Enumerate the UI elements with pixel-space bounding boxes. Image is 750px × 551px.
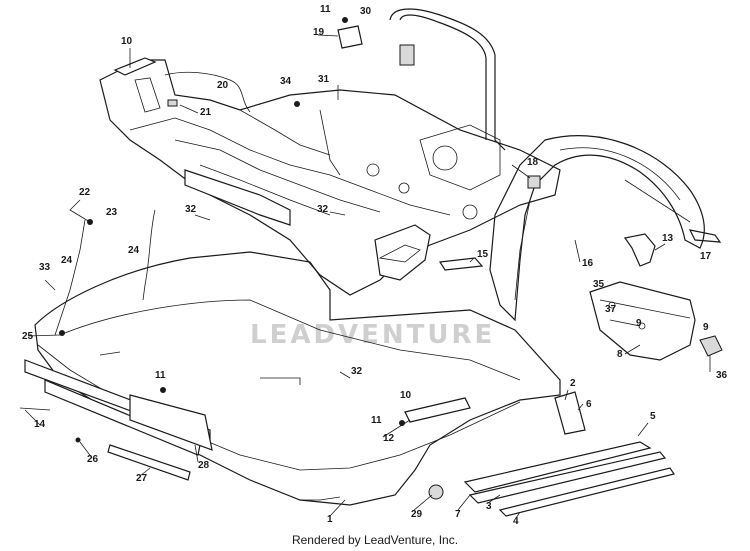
rear-bumper-assembly — [589, 281, 723, 361]
callout-27: 27 — [136, 473, 148, 484]
belly-pan — [34, 251, 561, 506]
callout-9a: 9 — [636, 318, 642, 329]
handle-15 — [438, 257, 484, 271]
callout-12: 12 — [383, 433, 395, 444]
callout-32b: 32 — [317, 204, 329, 215]
cable-24b — [54, 219, 86, 336]
watermark: LEADVENTURE — [250, 320, 495, 350]
handle-17 — [688, 229, 722, 243]
callout-1: 1 — [327, 514, 333, 525]
running-boards — [463, 391, 675, 517]
footer-credit: Rendered by LeadVenture, Inc. — [291, 533, 459, 547]
callout-30: 30 — [360, 6, 372, 17]
callout-29: 29 — [411, 509, 423, 520]
callout-3: 3 — [486, 501, 492, 512]
chassis-frame — [99, 8, 561, 296]
front-crossmember — [184, 169, 291, 226]
callout-34: 34 — [280, 76, 292, 87]
steering-bracket — [374, 224, 431, 281]
callout-15: 15 — [477, 249, 489, 260]
callout-10a: 10 — [121, 36, 133, 47]
callout-11b: 11 — [155, 370, 166, 381]
callout-19: 19 — [313, 27, 325, 38]
callout-2: 2 — [570, 378, 576, 389]
leader-lines — [24, 34, 711, 519]
callout-11c: 11 — [371, 415, 382, 426]
callout-14: 14 — [34, 419, 46, 430]
block-18 — [527, 175, 541, 189]
callout-31: 31 — [318, 74, 330, 85]
callout-9b: 9 — [703, 322, 709, 333]
callout-32a: 32 — [185, 204, 197, 215]
callout-7: 7 — [455, 509, 461, 520]
callout-6: 6 — [586, 399, 592, 410]
callout-17: 17 — [700, 251, 712, 262]
callout-21: 21 — [200, 107, 212, 118]
cable-24a — [142, 209, 156, 301]
callout-24b: 24 — [61, 255, 73, 266]
callout-33: 33 — [39, 262, 51, 273]
callout-8: 8 — [617, 349, 623, 360]
cable-20 — [164, 71, 251, 113]
callout-24a: 24 — [128, 245, 140, 256]
callout-18: 18 — [527, 157, 539, 168]
callout-23: 23 — [106, 207, 118, 218]
callout-16: 16 — [582, 258, 594, 269]
callout-11a: 11 — [320, 4, 331, 15]
callout-13: 13 — [662, 233, 674, 244]
side-rails — [19, 359, 471, 481]
bracket-13 — [623, 233, 656, 267]
callout-22: 22 — [79, 187, 91, 198]
callout-20: 20 — [217, 80, 229, 91]
callout-5: 5 — [650, 411, 656, 422]
callout-36: 36 — [716, 370, 728, 381]
rear-tunnel-flap — [489, 135, 705, 322]
callout-4: 4 — [513, 516, 519, 527]
callout-35: 35 — [593, 279, 605, 290]
callout-37: 37 — [605, 304, 617, 315]
callout-28: 28 — [198, 460, 210, 471]
callout-10b: 10 — [400, 390, 412, 401]
front-bracket — [113, 57, 178, 113]
callout-25: 25 — [22, 331, 34, 342]
callout-26: 26 — [87, 454, 99, 465]
callout-32c: 32 — [351, 366, 363, 377]
